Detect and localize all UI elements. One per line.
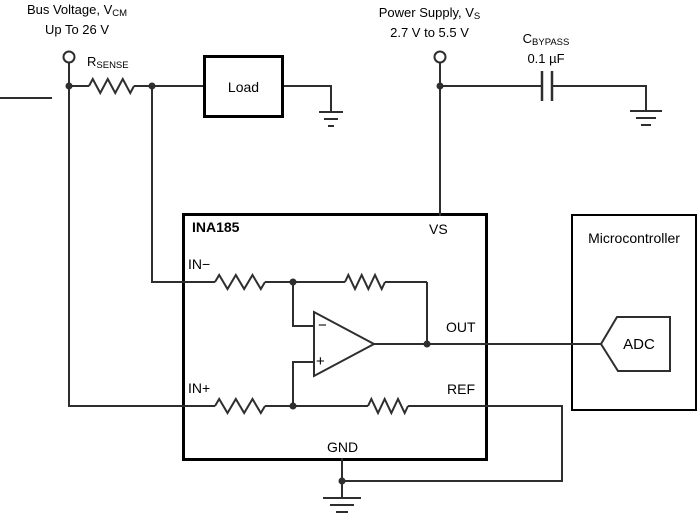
- power-supply-line1: Power Supply, VS: [352, 5, 507, 25]
- power-supply-label: Power Supply, VS 2.7 V to 5.5 V: [352, 5, 507, 41]
- pin-label-in-plus: IN+: [188, 380, 211, 396]
- pin-label-gnd: GND: [326, 439, 359, 455]
- bus-voltage-label: Bus Voltage, VCM Up To 26 V: [4, 2, 150, 38]
- microcontroller-title: Microcontroller: [588, 230, 680, 246]
- opamp-minus-sign: −: [318, 317, 327, 334]
- pin-label-vs: VS: [429, 221, 448, 237]
- opamp-plus-sign: +: [316, 353, 325, 370]
- cbypass-text: C: [522, 31, 533, 46]
- adc-label: ADC: [623, 336, 655, 353]
- bus-voltage-line2: Up To 26 V: [44, 22, 110, 37]
- cbypass-name: CBYPASS: [494, 31, 598, 51]
- ina185-title: INA185: [192, 219, 240, 235]
- load-label: Load: [227, 78, 260, 95]
- cbypass-subscript: BYPASS: [532, 37, 570, 48]
- pin-label-in-minus: IN−: [188, 256, 211, 272]
- pin-label-out: OUT: [446, 319, 476, 335]
- power-supply-line2: 2.7 V to 5.5 V: [390, 25, 469, 40]
- microcontroller-box: Microcontroller: [571, 214, 697, 411]
- bus-voltage-subscript: CM: [112, 8, 128, 19]
- pin-label-ref: REF: [447, 381, 475, 397]
- bus-voltage-text: Bus Voltage, V: [26, 2, 113, 17]
- load-box: Load: [203, 55, 284, 118]
- cbypass-value: 0.1 µF: [527, 51, 565, 66]
- rsense-subscript: SENSE: [96, 60, 129, 71]
- power-supply-subscript: S: [473, 11, 481, 22]
- rsense-label: RSENSE: [87, 54, 129, 71]
- bus-voltage-line1: Bus Voltage, VCM: [4, 2, 150, 22]
- power-supply-text: Power Supply, V: [378, 5, 474, 20]
- rsense-text: R: [87, 54, 97, 69]
- cbypass-label: CBYPASS 0.1 µF: [494, 31, 598, 67]
